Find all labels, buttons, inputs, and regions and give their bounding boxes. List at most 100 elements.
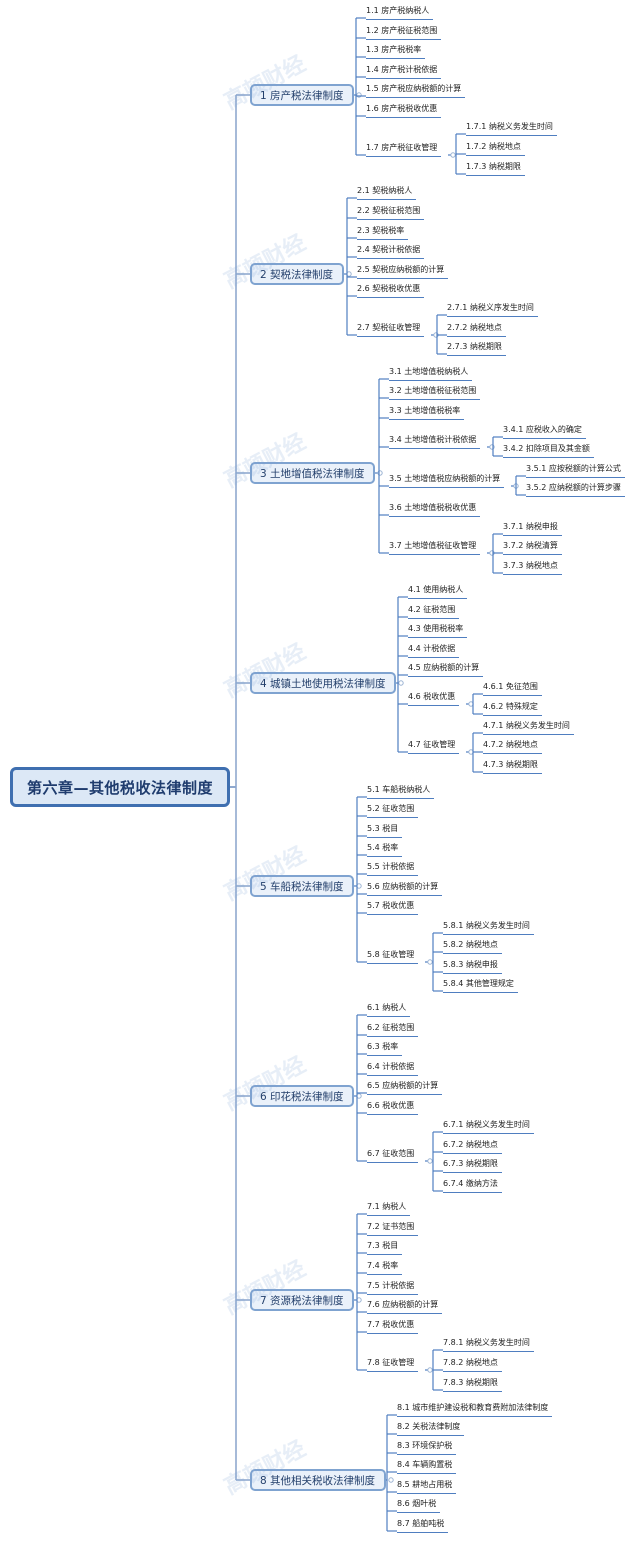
subtopic-3-4-2[interactable]: 3.4.2 扣除项目及其金额 (503, 442, 594, 458)
subtopic-8-7[interactable]: 8.7 船舶吨税 (397, 1517, 449, 1533)
subtopic-7-1[interactable]: 7.1 纳税人 (367, 1200, 411, 1216)
branch-topic-7[interactable]: 7 资源税法律制度 (250, 1289, 354, 1311)
subtopic-7-6[interactable]: 7.6 应纳税额的计算 (367, 1298, 443, 1314)
subtopic-2-7-1[interactable]: 2.7.1 纳税义序发生时间 (447, 301, 538, 317)
subtopic-5-8[interactable]: 5.8 征收管理 (367, 948, 419, 964)
subtopic-5-2[interactable]: 5.2 征收范围 (367, 802, 419, 818)
subtopic-2-7-3[interactable]: 2.7.3 纳税期限 (447, 340, 506, 356)
subtopic-4-1[interactable]: 4.1 使用纳税人 (408, 583, 468, 599)
subtopic-2-1[interactable]: 2.1 契税纳税人 (357, 184, 417, 200)
subtopic-7-3[interactable]: 7.3 税目 (367, 1239, 403, 1255)
subtopic-6-2[interactable]: 6.2 征税范围 (367, 1021, 419, 1037)
subtopic-6-3[interactable]: 6.3 税率 (367, 1040, 403, 1056)
subtopic-6-7-3[interactable]: 6.7.3 纳税期限 (443, 1157, 502, 1173)
subtopic-6-7[interactable]: 6.7 征收范围 (367, 1147, 419, 1163)
subtopic-8-4[interactable]: 8.4 车辆购置税 (397, 1458, 457, 1474)
subtopic-4-6-2[interactable]: 4.6.2 特殊规定 (483, 700, 542, 716)
subtopic-8-2[interactable]: 8.2 关税法律制度 (397, 1420, 465, 1436)
subtopic-2-7-2[interactable]: 2.7.2 纳税地点 (447, 321, 506, 337)
subtopic-3-5-2[interactable]: 3.5.2 应纳税额的计算步骤 (526, 481, 625, 497)
subtopic-1-5[interactable]: 1.5 房产税应纳税额的计算 (366, 82, 466, 98)
subtopic-1-7[interactable]: 1.7 房产税征收管理 (366, 141, 442, 157)
subtopic-1-7-3[interactable]: 1.7.3 纳税期限 (466, 160, 525, 176)
subtopic-7-2[interactable]: 7.2 证书范围 (367, 1220, 419, 1236)
subtopic-7-8-3[interactable]: 7.8.3 纳税期限 (443, 1376, 502, 1392)
subtopic-3-7-1[interactable]: 3.7.1 纳税申报 (503, 520, 562, 536)
subtopic-5-8-1[interactable]: 5.8.1 纳税义务发生时间 (443, 919, 534, 935)
subtopic-8-5[interactable]: 8.5 耕地占用税 (397, 1478, 457, 1494)
subtopic-1-7-2[interactable]: 1.7.2 纳税地点 (466, 140, 525, 156)
subtopic-4-7[interactable]: 4.7 征收管理 (408, 738, 460, 754)
subtopic-3-2[interactable]: 3.2 土地增值税征税范围 (389, 384, 481, 400)
subtopic-3-1[interactable]: 3.1 土地增值税纳税人 (389, 365, 473, 381)
subtopic-2-4[interactable]: 2.4 契税计税依据 (357, 243, 425, 259)
subtopic-3-5-1[interactable]: 3.5.1 应按税额的计算公式 (526, 462, 625, 478)
subtopic-5-6[interactable]: 5.6 应纳税额的计算 (367, 880, 443, 896)
subtopic-2-5[interactable]: 2.5 契税应纳税额的计算 (357, 263, 449, 279)
subtopic-7-7[interactable]: 7.7 税收优惠 (367, 1318, 419, 1334)
branch-topic-6[interactable]: 6 印花税法律制度 (250, 1085, 354, 1107)
subtopic-2-6[interactable]: 2.6 契税税收优惠 (357, 282, 425, 298)
subtopic-3-3[interactable]: 3.3 土地增值税税率 (389, 404, 465, 420)
subtopic-7-8-1[interactable]: 7.8.1 纳税义务发生时间 (443, 1336, 534, 1352)
subtopic-2-3[interactable]: 2.3 契税税率 (357, 224, 409, 240)
subtopic-4-5[interactable]: 4.5 应纳税额的计算 (408, 661, 484, 677)
branch-topic-2[interactable]: 2 契税法律制度 (250, 263, 344, 285)
subtopic-4-7-3[interactable]: 4.7.3 纳税期限 (483, 758, 542, 774)
subtopic-1-6[interactable]: 1.6 房产税税收优惠 (366, 102, 442, 118)
subtopic-5-8-2[interactable]: 5.8.2 纳税地点 (443, 938, 502, 954)
subtopic-6-5[interactable]: 6.5 应纳税额的计算 (367, 1079, 443, 1095)
subtopic-2-2[interactable]: 2.2 契税征税范围 (357, 204, 425, 220)
subtopic-5-8-3[interactable]: 5.8.3 纳税申报 (443, 958, 502, 974)
subtopic-3-4[interactable]: 3.4 土地增值税计税依据 (389, 433, 481, 449)
subtopic-8-1[interactable]: 8.1 城市维护建设税和教育费附加法律制度 (397, 1401, 553, 1417)
subtopic-4-4[interactable]: 4.4 计税依据 (408, 642, 460, 658)
subtopic-3-6[interactable]: 3.6 土地增值税税收优惠 (389, 501, 481, 517)
subtopic-4-6-1[interactable]: 4.6.1 免征范围 (483, 680, 542, 696)
collapse-dot[interactable] (427, 959, 433, 965)
collapse-dot[interactable] (427, 1367, 433, 1373)
subtopic-7-4[interactable]: 7.4 税率 (367, 1259, 403, 1275)
collapse-dot[interactable] (450, 152, 456, 158)
subtopic-6-7-1[interactable]: 6.7.1 纳税义务发生时间 (443, 1118, 534, 1134)
subtopic-6-6[interactable]: 6.6 税收优惠 (367, 1099, 419, 1115)
subtopic-4-6[interactable]: 4.6 税收优惠 (408, 690, 460, 706)
subtopic-1-3[interactable]: 1.3 房产税税率 (366, 43, 426, 59)
branch-topic-4[interactable]: 4 城镇土地使用税法律制度 (250, 672, 396, 694)
root-topic[interactable]: 第六章—其他税收法律制度 (10, 767, 230, 807)
collapse-dot[interactable] (388, 1477, 394, 1483)
subtopic-5-1[interactable]: 5.1 车船税纳税人 (367, 783, 435, 799)
subtopic-3-5[interactable]: 3.5 土地增值税应纳税额的计算 (389, 472, 505, 488)
subtopic-5-8-4[interactable]: 5.8.4 其他管理规定 (443, 977, 518, 993)
subtopic-1-7-1[interactable]: 1.7.1 纳税义务发生时间 (466, 120, 557, 136)
subtopic-1-4[interactable]: 1.4 房产税计税依据 (366, 63, 442, 79)
subtopic-7-8[interactable]: 7.8 征收管理 (367, 1356, 419, 1372)
branch-topic-1[interactable]: 1 房产税法律制度 (250, 84, 354, 106)
subtopic-3-7-3[interactable]: 3.7.3 纳税地点 (503, 559, 562, 575)
subtopic-6-1[interactable]: 6.1 纳税人 (367, 1001, 411, 1017)
subtopic-4-2[interactable]: 4.2 征税范围 (408, 603, 460, 619)
subtopic-4-7-2[interactable]: 4.7.2 纳税地点 (483, 738, 542, 754)
subtopic-2-7[interactable]: 2.7 契税征收管理 (357, 321, 425, 337)
subtopic-6-7-2[interactable]: 6.7.2 纳税地点 (443, 1138, 502, 1154)
subtopic-6-4[interactable]: 6.4 计税依据 (367, 1060, 419, 1076)
subtopic-4-3[interactable]: 4.3 使用税税率 (408, 622, 468, 638)
subtopic-8-6[interactable]: 8.6 烟叶税 (397, 1497, 441, 1513)
branch-topic-3[interactable]: 3 土地增值税法律制度 (250, 462, 375, 484)
subtopic-7-5[interactable]: 7.5 计税依据 (367, 1279, 419, 1295)
subtopic-5-3[interactable]: 5.3 税目 (367, 822, 403, 838)
subtopic-3-7-2[interactable]: 3.7.2 纳税清算 (503, 539, 562, 555)
subtopic-6-7-4[interactable]: 6.7.4 缴纳方法 (443, 1177, 502, 1193)
subtopic-3-4-1[interactable]: 3.4.1 应税收入的确定 (503, 423, 586, 439)
subtopic-7-8-2[interactable]: 7.8.2 纳税地点 (443, 1356, 502, 1372)
subtopic-1-1[interactable]: 1.1 房产税纳税人 (366, 4, 434, 20)
branch-topic-8[interactable]: 8 其他相关税收法律制度 (250, 1469, 386, 1491)
branch-topic-5[interactable]: 5 车船税法律制度 (250, 875, 354, 897)
subtopic-5-4[interactable]: 5.4 税率 (367, 841, 403, 857)
subtopic-5-5[interactable]: 5.5 计税依据 (367, 860, 419, 876)
collapse-dot[interactable] (427, 1158, 433, 1164)
subtopic-1-2[interactable]: 1.2 房产税征税范围 (366, 24, 442, 40)
subtopic-3-7[interactable]: 3.7 土地增值税征收管理 (389, 539, 481, 555)
subtopic-5-7[interactable]: 5.7 税收优惠 (367, 899, 419, 915)
collapse-dot[interactable] (398, 680, 404, 686)
